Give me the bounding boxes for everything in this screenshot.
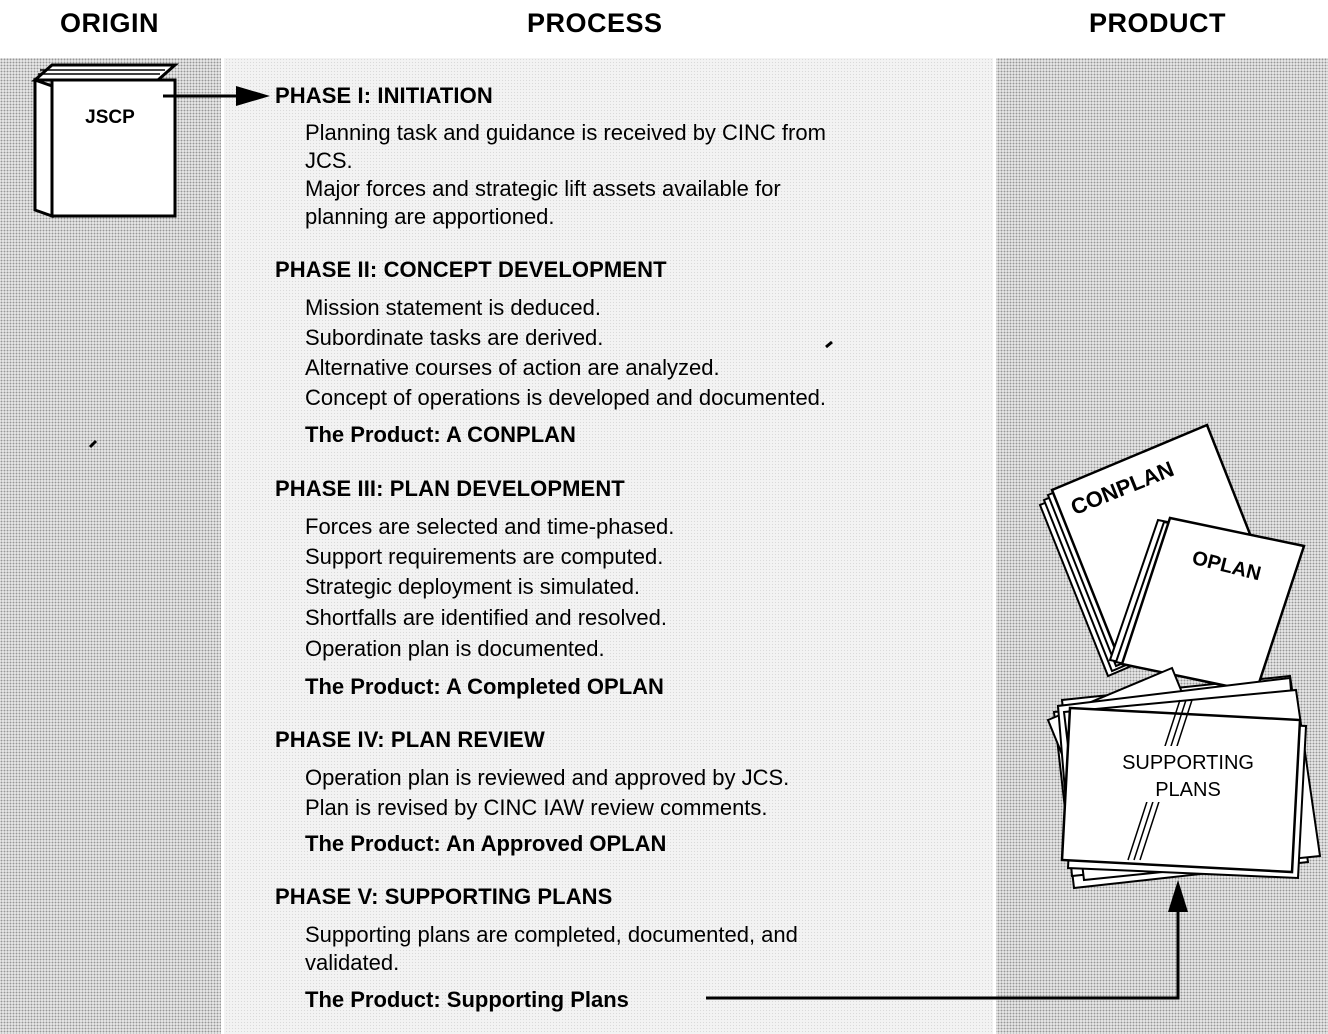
phase-1-line: JCS. [305, 148, 353, 173]
phase-3-line: Operation plan is documented. [305, 636, 605, 661]
phase-2-product: The Product: A CONPLAN [305, 422, 576, 447]
origin-column [0, 58, 222, 1034]
process-header: PROCESS [527, 8, 663, 38]
print-mark [825, 340, 833, 349]
jscp-book-icon: JSCP [31, 63, 179, 219]
phase-5-title: PHASE V: SUPPORTING PLANS [275, 884, 613, 909]
phase-2-line: Concept of operations is developed and d… [305, 385, 827, 410]
phase-2-title: PHASE II: CONCEPT DEVELOPMENT [275, 257, 667, 282]
phase-1-line: Planning task and guidance is received b… [305, 120, 826, 145]
supporting-plans-document-icon: SUPPORTING PLANS [1046, 666, 1322, 882]
phase-5-line: validated. [305, 950, 400, 975]
origin-header: ORIGIN [60, 8, 160, 38]
phase-5-product: The Product: Supporting Plans [305, 987, 629, 1012]
phase-3-line: Forces are selected and time-phased. [305, 514, 675, 539]
phase-1-title: PHASE I: INITIATION [275, 83, 493, 108]
phase-2-line: Alternative courses of action are analyz… [305, 355, 720, 380]
supporting-plans-label-1: SUPPORTING [1122, 752, 1254, 774]
phase-4-title: PHASE IV: PLAN REVIEW [275, 727, 545, 752]
column-divider [221, 58, 224, 1034]
phase-4-product: The Product: An Approved OPLAN [305, 831, 667, 856]
phase-5-line: Supporting plans are completed, document… [305, 922, 798, 947]
phase-3-line: Shortfalls are identified and resolved. [305, 605, 667, 630]
supporting-plans-label-2: PLANS [1155, 779, 1221, 801]
process-column [222, 58, 994, 1034]
oplan-document-icon: OPLAN [1108, 516, 1306, 694]
phase-3-line: Support requirements are computed. [305, 544, 664, 569]
phase-2-line: Subordinate tasks are derived. [305, 325, 604, 350]
phase-4-line: Plan is revised by CINC IAW review comme… [305, 795, 768, 820]
column-divider [993, 58, 996, 1034]
print-mark [88, 439, 98, 449]
product-header: PRODUCT [1089, 8, 1226, 38]
arrow-origin-to-process [163, 86, 270, 106]
phase-1-line: planning are apportioned. [305, 204, 555, 229]
arrow-product-to-stack [706, 880, 1188, 1000]
phase-2-line: Mission statement is deduced. [305, 295, 601, 320]
phase-3-line: Strategic deployment is simulated. [305, 574, 641, 599]
phase-3-product: The Product: A Completed OPLAN [305, 674, 664, 699]
phase-3-title: PHASE III: PLAN DEVELOPMENT [275, 476, 625, 501]
phase-1-line: Major forces and strategic lift assets a… [305, 176, 781, 201]
jscp-label: JSCP [85, 107, 135, 128]
phase-4-line: Operation plan is reviewed and approved … [305, 765, 790, 790]
